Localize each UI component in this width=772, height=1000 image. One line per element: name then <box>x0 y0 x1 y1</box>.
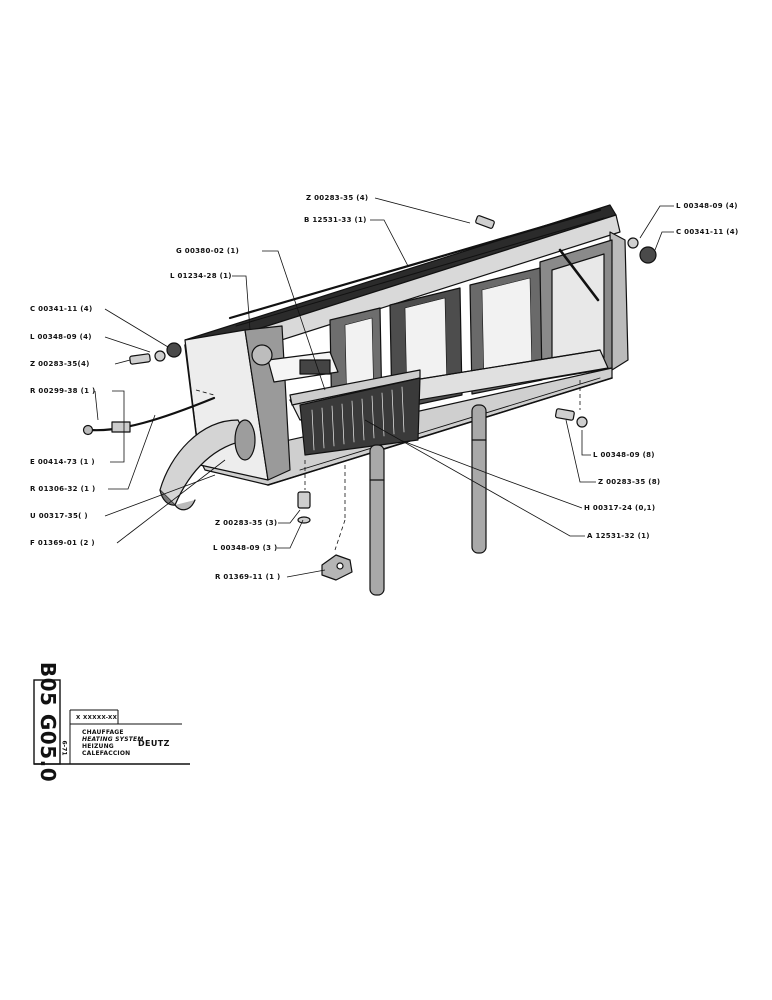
label-z-00283-35-top: Z 00283-35 (4) <box>306 194 369 202</box>
label-r-01306-32: R 01306-32 (1 ) <box>30 485 96 493</box>
label-u-00317-35: U 00317-35( ) <box>30 512 88 520</box>
label-r-01369-11: R 01369-11 (1 ) <box>215 573 281 581</box>
title-line-german: HEIZUNG <box>82 743 114 750</box>
title-block-header: X XXXXX-XX <box>76 715 118 721</box>
title-line-spanish: CALEFACCION <box>82 750 131 757</box>
control-cable <box>82 396 216 436</box>
title-line-french: CHAUFFAGE <box>82 729 124 736</box>
label-l-00348-09-right: L 00348-09 (8) <box>593 451 655 459</box>
label-z-00283-35-left: Z 00283-35(4) <box>30 360 90 368</box>
drawing-date-text: 6-71 <box>60 740 68 756</box>
label-b-12531-33: B 12531-33 (1) <box>304 216 367 224</box>
drawing-code: B05 G05.0 <box>36 662 60 782</box>
label-r-00299-38: R 00299-38 (1 ) <box>30 387 96 395</box>
label-c-00341-11-left: C 00341-11 (4) <box>30 305 93 313</box>
label-l-01234-28: L 01234-28 (1) <box>170 272 232 280</box>
title-block-frame <box>33 679 190 765</box>
pipes <box>369 404 487 596</box>
label-l-00348-09-left: L 00348-09 (4) <box>30 333 92 341</box>
label-g-00380-02: G 00380-02 (1) <box>176 247 240 255</box>
title-line-english: HEATING SYSTEM <box>82 736 144 743</box>
drawing-code-text: B05 G05.0 <box>36 661 60 783</box>
drawing-date: 6-71 <box>58 734 70 762</box>
label-l-00348-09-right-top: L 00348-09 (4) <box>676 202 738 210</box>
label-f-01369-01: F 01369-01 (2 ) <box>30 539 95 547</box>
heater-core <box>251 344 421 456</box>
label-z-00283-35-right: Z 00283-35 (8) <box>598 478 661 486</box>
hardware-parts <box>129 215 657 581</box>
label-a-12531-32: A 12531-32 (1) <box>587 532 650 540</box>
leader-lines <box>94 197 674 578</box>
label-l-00348-09-bottom: L 00348-09 (3 ) <box>213 544 278 552</box>
manufacturer-name: DEUTZ <box>138 739 170 748</box>
label-h-00317-24: H 00317-24 (0,1) <box>584 504 656 512</box>
label-c-00341-11-right: C 00341-11 (4) <box>676 228 739 236</box>
label-z-00283-35-bottom: Z 00283-35 (3) <box>215 519 278 527</box>
label-e-00414-73: E 00414-73 (1 ) <box>30 458 95 466</box>
